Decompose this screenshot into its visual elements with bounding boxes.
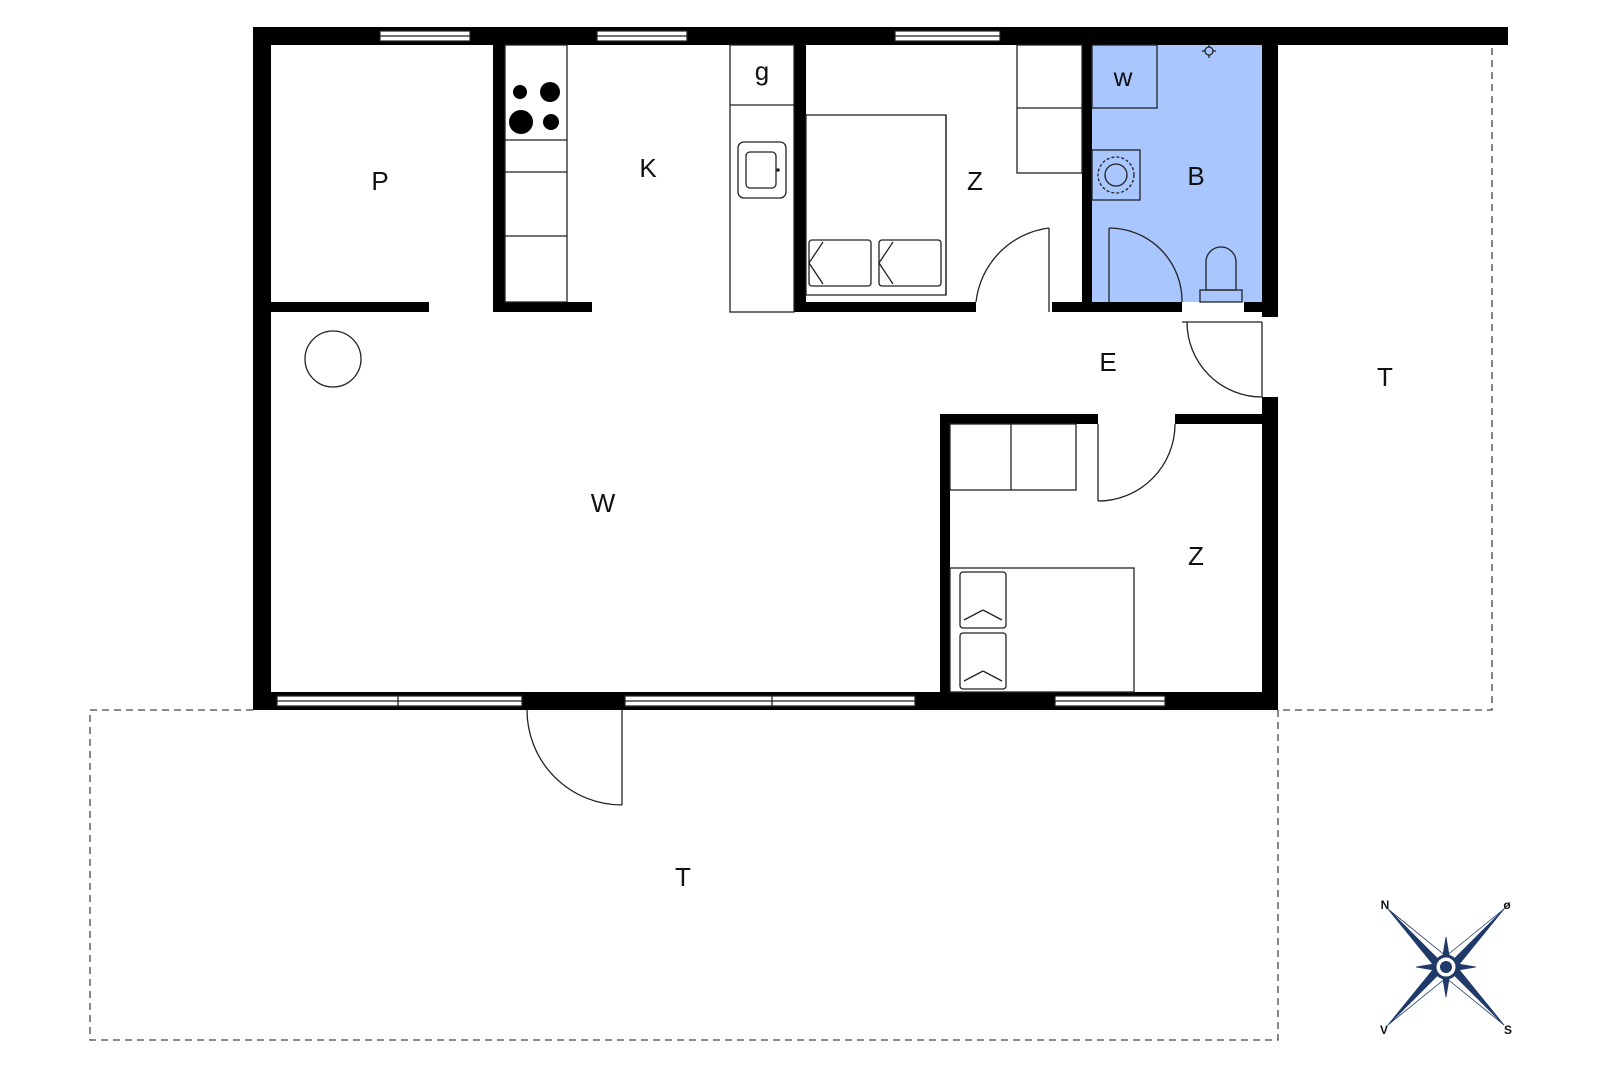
kitchen-counter-right: [729, 44, 795, 313]
interior-walls: [271, 45, 1262, 692]
round-table-icon: [304, 330, 362, 388]
compass-label-n: N: [1381, 898, 1390, 912]
toilet-icon: [1199, 246, 1243, 303]
room-label-z-bedroom1: Z: [967, 166, 983, 196]
room-label-z-bedroom2: Z: [1188, 541, 1204, 571]
room-label-e: E: [1099, 347, 1116, 377]
room-label-g: g: [755, 56, 769, 86]
bed-bedroom2: [949, 567, 1135, 693]
room-label-w-washer: w: [1113, 62, 1133, 92]
windows: [276, 30, 1166, 707]
exterior-walls: [253, 27, 1508, 710]
terrace-bottom-outline: [89, 709, 1279, 1041]
wardrobe-bedroom1: [1016, 44, 1083, 174]
terrace-right-outline: [1278, 48, 1493, 711]
room-label-w-living: W: [591, 488, 616, 518]
compass-label-o: ø: [1503, 898, 1511, 912]
shower-icon: [1202, 44, 1216, 58]
wardrobe-bedroom2: [949, 423, 1077, 491]
compass-rose-icon: N ø V S: [1380, 898, 1512, 1037]
room-label-b: B: [1187, 161, 1204, 191]
doors: [526, 227, 1263, 806]
compass-label-s: S: [1504, 1023, 1512, 1037]
washing-machine-box: [1091, 44, 1158, 109]
compass-label-v: V: [1380, 1023, 1388, 1037]
sink-icon: [737, 141, 787, 199]
kitchen-counter-left: [504, 44, 568, 303]
room-label-p: P: [371, 166, 388, 196]
bathroom-floor: [1092, 45, 1262, 302]
room-label-t-right: T: [1377, 362, 1393, 392]
room-label-k: K: [639, 153, 657, 183]
bed-double: [805, 114, 947, 296]
washbasin-icon: [1091, 149, 1141, 201]
room-label-t-bottom: T: [675, 862, 691, 892]
stove-icon: [509, 82, 560, 134]
